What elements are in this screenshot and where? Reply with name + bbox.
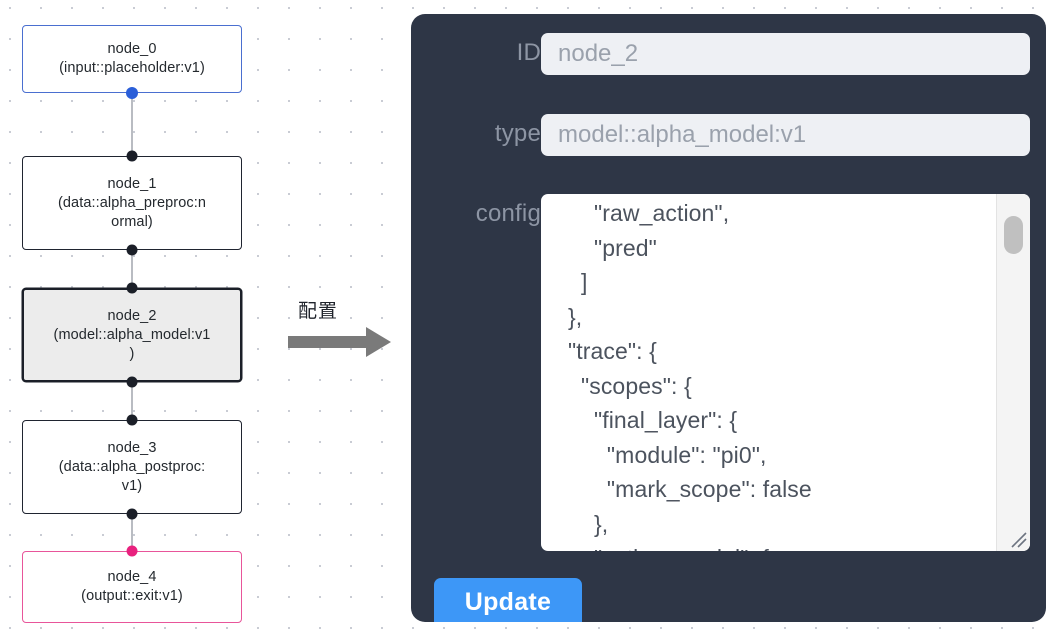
resize-handle-icon[interactable]	[1008, 529, 1028, 549]
node-type-text-cont: )	[129, 345, 135, 362]
type-input[interactable]	[541, 114, 1030, 156]
graph-node-label: node_0(input::placeholder:v1)	[31, 40, 233, 78]
node-id-text: node_1	[107, 175, 157, 192]
config-field-label: config	[475, 200, 541, 227]
config-scrollbar-thumb[interactable]	[1004, 216, 1023, 254]
node-type-text: (output::exit:v1)	[81, 588, 183, 604]
port-node_4-input[interactable]	[126, 545, 138, 557]
type-field-label: type	[494, 120, 541, 147]
id-field-label: ID	[516, 39, 541, 66]
edge-node1-node2	[131, 250, 133, 288]
port-node_3-output[interactable]	[126, 508, 138, 520]
graph-node-label: node_4(output::exit:v1)	[31, 568, 233, 606]
port-node_2-output[interactable]	[126, 376, 138, 388]
port-node_3-input[interactable]	[126, 414, 138, 426]
graph-node-node_4[interactable]: node_4(output::exit:v1)	[22, 551, 242, 623]
update-button[interactable]: Update	[434, 578, 582, 622]
id-input[interactable]	[541, 33, 1030, 75]
config-scrollbar[interactable]	[996, 194, 1030, 551]
graph-node-node_2[interactable]: node_2(model::alpha_model:v1)	[22, 288, 242, 382]
port-node_1-input[interactable]	[126, 150, 138, 162]
node-id-text: node_4	[107, 569, 157, 585]
field-row-type: type	[411, 114, 1030, 156]
edge-node3-node4	[131, 514, 133, 551]
right-arrow-icon	[288, 327, 391, 357]
graph-node-label: node_3(data::alpha_postproc:v1)	[31, 439, 233, 496]
node-type-text-cont: v1)	[121, 477, 143, 494]
node-type-text-cont: ormal)	[111, 213, 153, 230]
flow-annotation: 配置	[288, 296, 398, 358]
graph-node-node_0[interactable]: node_0(input::placeholder:v1)	[22, 25, 242, 93]
node-id-text: node_2	[107, 307, 157, 324]
node-id-text: node_3	[107, 439, 157, 456]
port-node_2-input[interactable]	[126, 282, 138, 294]
port-node_0-output[interactable]	[126, 87, 138, 99]
annotation-caption: 配置	[298, 301, 339, 322]
node-graph[interactable]: node_0(input::placeholder:v1) node_1(dat…	[0, 0, 400, 643]
node-type-text: (model::alpha_model:v1	[53, 326, 211, 343]
node-id-text: node_0	[107, 41, 157, 57]
config-textarea-wrapper[interactable]: "raw_action", "pred" ] }, "trace": { "sc…	[541, 194, 1030, 551]
graph-node-label: node_2(model::alpha_model:v1)	[32, 307, 232, 364]
edge-node2-node3	[131, 382, 133, 420]
port-node_1-output[interactable]	[126, 244, 138, 256]
node-type-text: (input::placeholder:v1)	[59, 60, 205, 76]
node-type-text: (data::alpha_postproc:	[58, 458, 206, 475]
config-textarea[interactable]: "raw_action", "pred" ] }, "trace": { "sc…	[567, 200, 812, 551]
node-config-panel: ID type config "raw_action", "pred" ] },…	[411, 14, 1046, 622]
node-type-text: (data::alpha_preproc:n	[57, 194, 207, 211]
field-row-config: config "raw_action", "pred" ] }, "trace"…	[411, 194, 1030, 551]
edge-node0-node1	[131, 93, 133, 156]
graph-node-node_3[interactable]: node_3(data::alpha_postproc:v1)	[22, 420, 242, 514]
field-row-id: ID	[411, 33, 1030, 75]
